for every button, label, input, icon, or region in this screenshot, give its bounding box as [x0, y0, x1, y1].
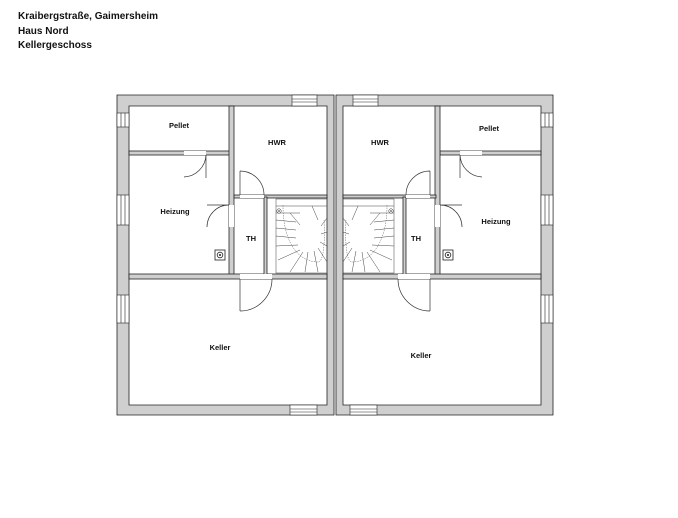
label-right-hwr: HWR: [371, 138, 389, 147]
label-left-th: TH: [246, 234, 256, 243]
window-right-pellet: [540, 112, 554, 128]
left-outer-wall: [116, 94, 335, 416]
door-right-heizung: [439, 204, 463, 228]
flue-left: [214, 249, 226, 261]
house-name-text: Haus Nord: [18, 26, 69, 37]
label-right-heizung: Heizung: [481, 217, 511, 226]
right-outer-wall: [335, 94, 554, 416]
right-wall-pellet-bottom: [439, 150, 542, 156]
label-right-th: TH: [411, 234, 421, 243]
left-wall-hwr-vertical: [228, 105, 235, 277]
left-wall-pellet-bottom: [128, 150, 231, 156]
door-right-pellet: [459, 154, 483, 178]
window-left-pellet: [116, 112, 130, 128]
window-left-heizung: [116, 194, 130, 226]
door-right-keller: [397, 278, 431, 312]
window-bottom-left: [289, 404, 318, 416]
left-wall-stair-divider: [263, 196, 268, 276]
door-left-pellet: [183, 154, 207, 178]
label-left-heizung: Heizung: [160, 207, 190, 216]
door-right-hwr: [405, 170, 431, 196]
floor-name-text: Kellergeschoss: [18, 40, 92, 51]
address-text: Kraibergstraße, Gaimersheim: [18, 11, 159, 22]
window-right-heizung: [540, 194, 554, 226]
stairs-left: [275, 198, 328, 274]
left-wall-stair-top: [233, 194, 328, 199]
window-top-right: [352, 94, 379, 107]
door-left-heizung: [206, 204, 230, 228]
doors: [183, 151, 483, 312]
label-left-pellet: Pellet: [169, 121, 190, 130]
windows: [116, 94, 554, 416]
window-right-keller: [540, 294, 554, 324]
right-wall-hwr-vertical: [434, 105, 441, 277]
label-left-hwr: HWR: [268, 138, 286, 147]
window-top-left: [291, 94, 318, 107]
label-right-keller: Keller: [411, 351, 432, 360]
flue-right: [442, 249, 454, 261]
door-left-keller: [239, 278, 273, 312]
window-bottom-right: [349, 404, 378, 416]
window-left-keller: [116, 294, 130, 324]
right-wall-stair-top: [342, 194, 437, 199]
left-wall-keller-top: [128, 273, 328, 280]
walls: [116, 94, 554, 416]
door-left-hwr: [239, 170, 265, 196]
stairs-right: [342, 198, 395, 274]
right-wall-keller-top: [342, 273, 542, 280]
right-wall-stair-divider: [402, 196, 407, 276]
label-left-keller: Keller: [210, 343, 231, 352]
label-right-pellet: Pellet: [479, 124, 500, 133]
